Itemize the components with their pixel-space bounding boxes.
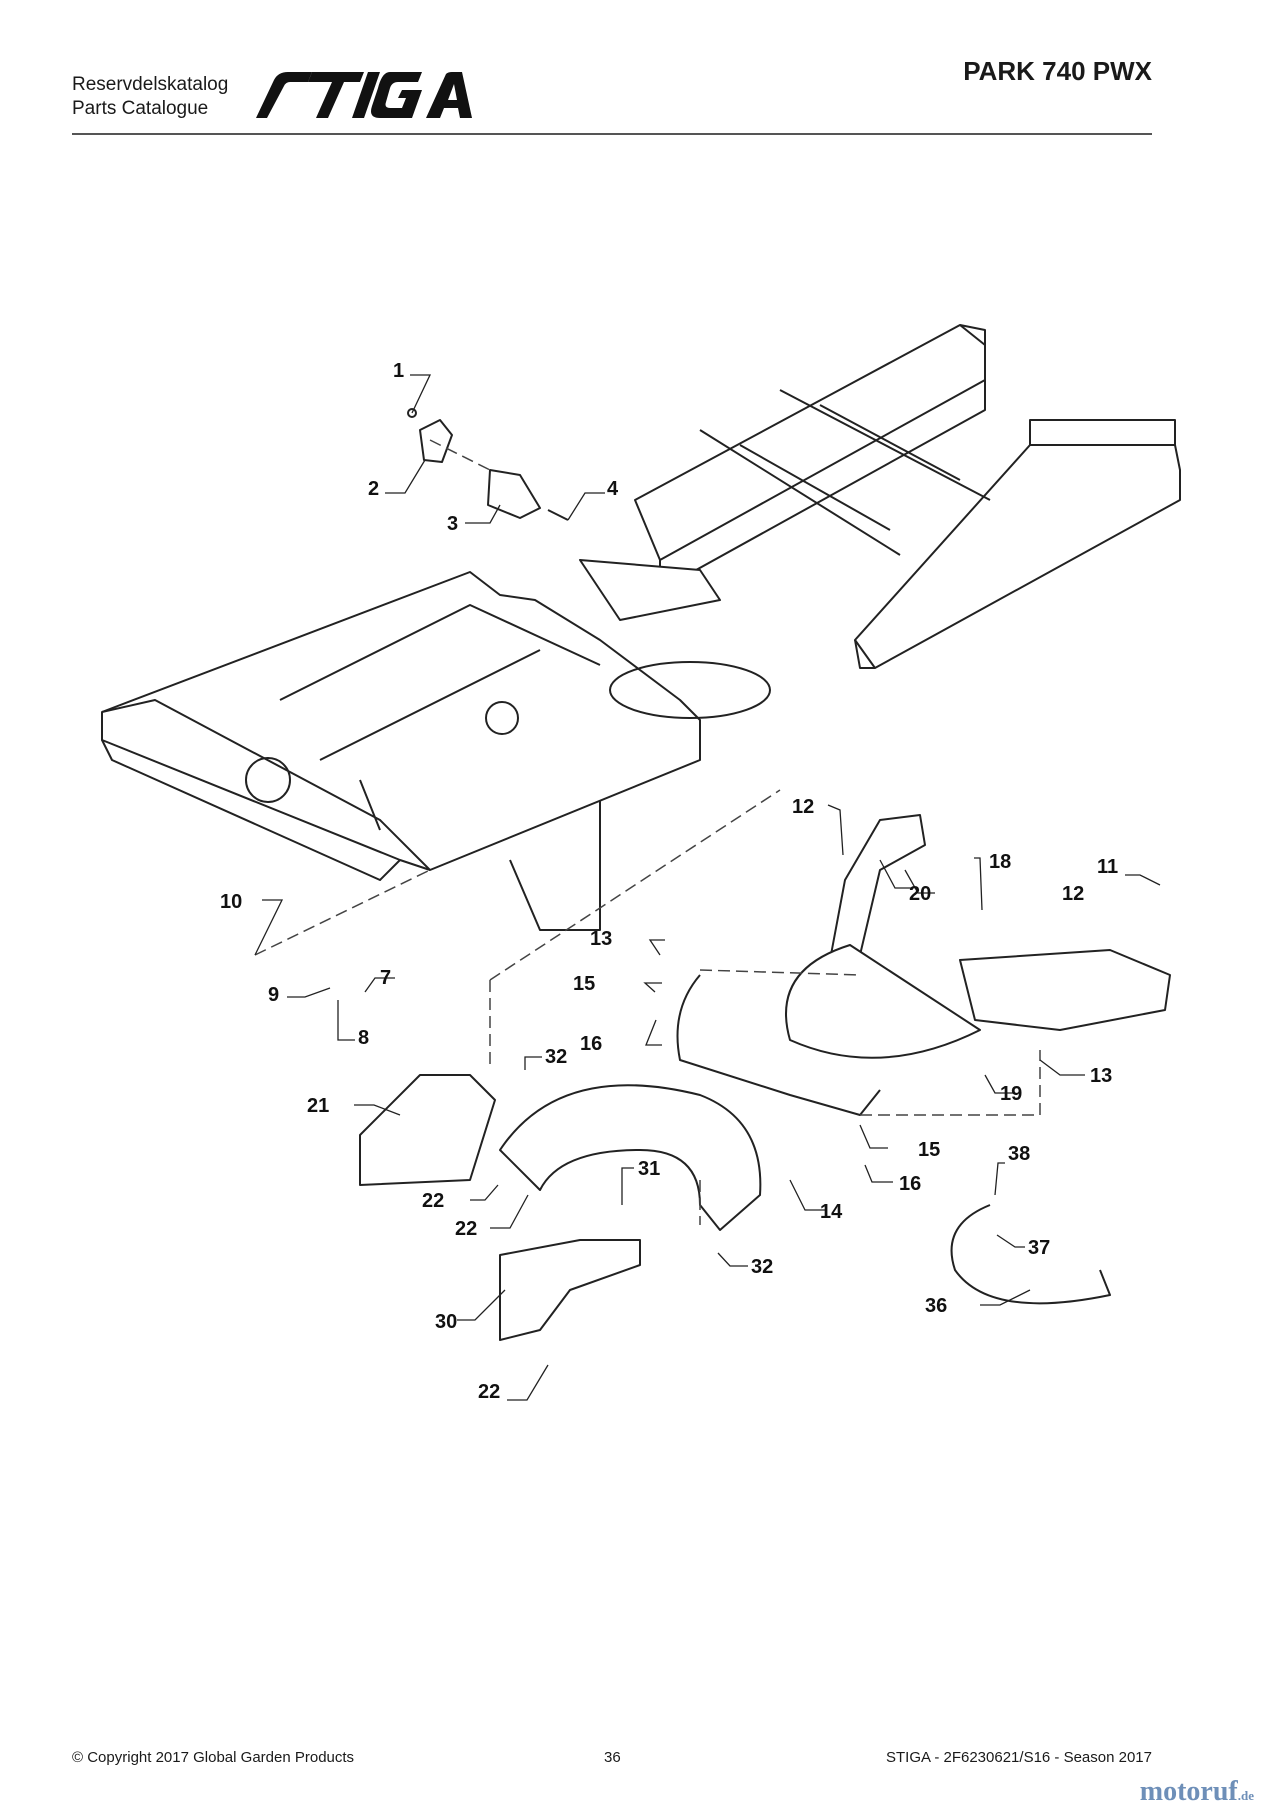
front-frame [101,559,771,931]
deflector-parts-19-20-11 [785,814,1171,1059]
callout-12-upper: 12 [792,796,814,818]
callout-1: 1 [393,360,404,382]
catalog-title-english: Parts Catalogue [72,98,209,119]
callout-38: 38 [1008,1143,1030,1165]
callout-22-c: 22 [478,1381,500,1403]
watermark-logo: motoruf.de [1140,1776,1254,1808]
catalog-title-swedish: Reservdelskatalog [72,74,229,95]
callout-36: 36 [925,1295,947,1317]
callout-31: 31 [638,1158,660,1180]
callout-16-right: 16 [899,1173,921,1195]
wire-clip-part-36 [950,1204,1111,1305]
shields-parts-21-30 [359,1074,762,1341]
callout-10: 10 [220,891,242,913]
callout-15-left: 15 [573,973,595,995]
rod-part-14 [676,974,881,1116]
callout-21: 21 [307,1095,329,1117]
bracket-parts-2-3 [407,408,569,521]
footer-copyright: © Copyright 2017 Global Garden Products [72,1749,355,1766]
footer-document-reference: STIGA - 2F6230621/S16 - Season 2017 [885,1749,1152,1766]
callout-8: 8 [358,1027,369,1049]
watermark-tld: .de [1237,1788,1254,1803]
callout-13-right: 13 [1090,1065,1112,1087]
callout-16-left: 16 [580,1033,602,1055]
footer-page-number: 36 [604,1749,621,1766]
callout-12-right: 12 [1062,883,1084,905]
callout-15-right: 15 [918,1139,940,1161]
callout-32-upper: 32 [545,1046,567,1068]
callout-2: 2 [368,478,379,500]
callout-22-b: 22 [455,1218,477,1240]
watermark-name: motoruf [1139,1776,1238,1807]
callout-19: 19 [1000,1083,1022,1105]
callout-7: 7 [380,967,391,989]
callout-30: 30 [435,1311,457,1333]
callout-11: 11 [1097,856,1118,878]
callout-32-lower: 32 [751,1256,773,1278]
callout-22-a: 22 [422,1190,444,1212]
callout-37: 37 [1028,1237,1050,1259]
rear-frame [634,324,1181,669]
header-divider [72,133,1152,135]
callout-9: 9 [268,984,279,1006]
stiga-logo [256,72,472,118]
callout-14: 14 [820,1201,843,1223]
callout-4: 4 [607,478,619,500]
callout-20: 20 [909,883,931,905]
callout-13-left: 13 [590,928,612,950]
callout-3: 3 [447,513,458,535]
callout-18: 18 [989,851,1011,873]
model-name: PARK 740 PWX [963,56,1152,86]
